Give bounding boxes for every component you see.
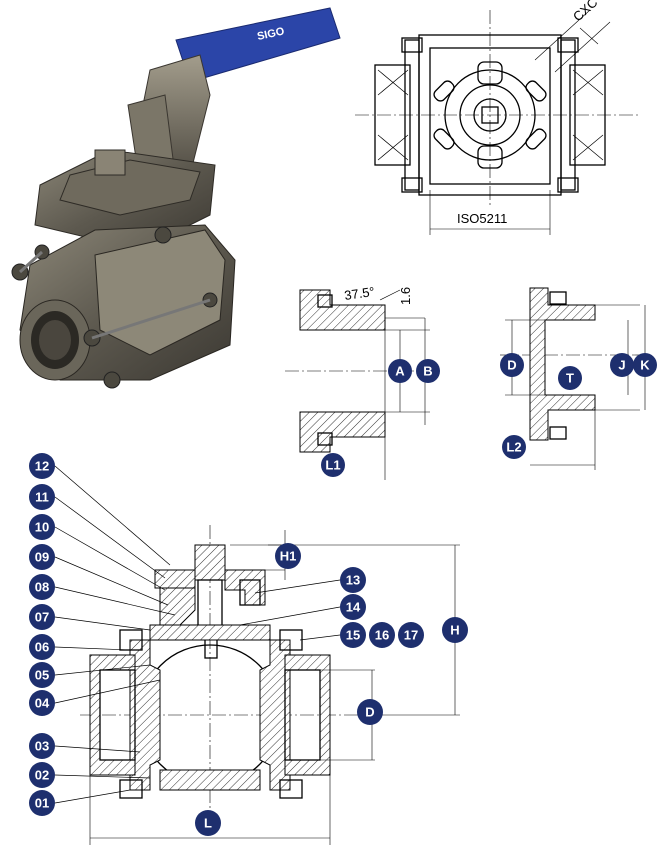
badge-h1: H1: [280, 549, 297, 564]
cxc-label: CXC: [570, 0, 600, 24]
part-badge: 05: [35, 668, 49, 683]
part-badge: 13: [346, 573, 360, 588]
part-badge: 08: [35, 580, 49, 595]
badge-d-end: D: [507, 358, 516, 373]
bolt-nut: [103, 371, 121, 389]
part-badge: 06: [35, 640, 49, 655]
part-badge: 04: [35, 696, 50, 711]
part-badge: 12: [35, 459, 49, 474]
part-badge: 17: [404, 628, 418, 643]
part-badge: 10: [35, 520, 49, 535]
gap-label: 1.6: [398, 287, 413, 305]
badge-l1: L1: [325, 458, 340, 473]
part-badge: 02: [35, 768, 49, 783]
badge-a: A: [395, 364, 405, 379]
badge-j: J: [618, 358, 625, 373]
badge-k: K: [640, 358, 650, 373]
handle-brand: SIGO: [256, 25, 286, 43]
end-detail-b: D T J K L2: [500, 287, 657, 470]
section-view-drawing: 12 11 10 09 08 07 06 05 04 03 02 01 13 1…: [29, 453, 468, 845]
part-badge: 07: [35, 610, 49, 625]
badge-l: L: [204, 816, 212, 831]
part-badge: 11: [35, 490, 49, 505]
top-view-drawing: CXC ISO5211: [355, 0, 640, 235]
angle-label: 37.5°: [343, 284, 375, 303]
badge-l2: L2: [506, 440, 521, 455]
part-badge: 16: [375, 628, 389, 643]
iso-label: ISO5211: [457, 211, 507, 226]
part-badge: 14: [346, 600, 361, 615]
badge-d: D: [365, 705, 374, 720]
leader-lines: [54, 465, 341, 804]
part-badges-left: 12 11 10 09 08 07 06 05 04 03 02 01: [29, 453, 55, 816]
part-badge: 09: [35, 550, 49, 565]
part-badges-right: 13 14 15 16 17: [340, 567, 424, 648]
end-detail-a: 37.5° 1.6 A B L1: [285, 284, 440, 480]
badge-t: T: [566, 371, 574, 386]
part-badge: 01: [35, 796, 49, 811]
part-badge: 15: [346, 628, 360, 643]
valve-photo: SIGO: [11, 7, 341, 389]
badge-b: B: [423, 364, 432, 379]
bolt-nut: [154, 226, 172, 244]
part-badge: 03: [35, 739, 49, 754]
badge-h: H: [450, 623, 459, 638]
